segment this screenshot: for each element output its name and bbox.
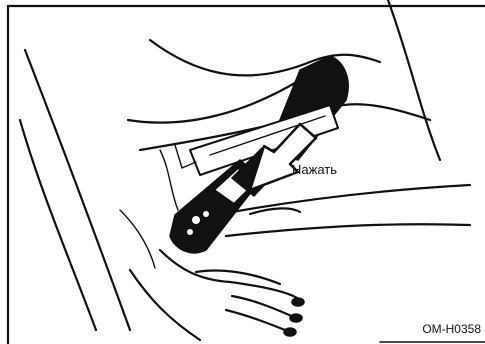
figure-code: OM-H0358 [422,322,481,336]
push-label: Нажать [292,162,337,177]
pressing-hand [226,185,470,236]
resting-hand [130,250,304,340]
